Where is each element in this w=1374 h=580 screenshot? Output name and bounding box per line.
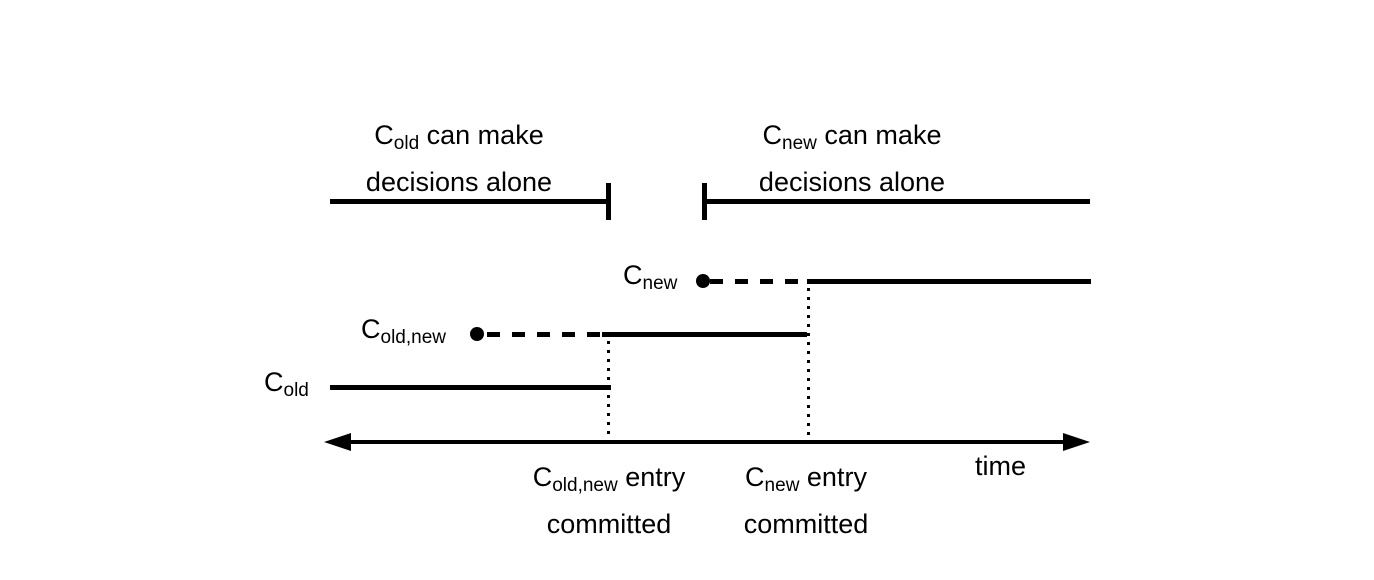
- event-text: entry: [617, 462, 686, 492]
- config-subscript: new: [782, 133, 817, 154]
- config-subscript: old: [393, 133, 420, 154]
- coldnew-committed-solid-line: [602, 332, 807, 337]
- event-text: entry: [799, 462, 867, 492]
- coldnew-commit-marker-dotted-line: [607, 341, 610, 436]
- cold-decisions-annotation-line2: decisions alone: [365, 167, 553, 197]
- config-subscript: old: [283, 380, 309, 401]
- config-symbol: C: [762, 120, 783, 150]
- config-symbol: C: [264, 367, 284, 397]
- cnew-entry-created-dot-icon: [696, 274, 710, 288]
- cnew-commit-marker-dotted-line: [807, 288, 810, 436]
- cnew-committed-event-label: Cnew entry committed: [744, 458, 869, 543]
- cnew-decisions-annotation-line2: decisions alone: [758, 167, 946, 197]
- config-subscript: new: [642, 273, 678, 294]
- cold-decisions-annotation: Cold can make decisions alone: [366, 116, 552, 201]
- cnew-config-label: Cnew: [623, 262, 677, 297]
- time-axis-line: [344, 440, 1068, 444]
- cold-alone-span-end-tick: [606, 183, 611, 220]
- coldnew-uncommitted-dashed-line: [487, 332, 602, 337]
- coldnew-committed-event-label: Cold,new entry committed: [533, 458, 686, 543]
- cnew-decisions-annotation: Cnew can make decisions alone: [759, 116, 945, 201]
- axis-left-arrowhead-icon: [324, 433, 351, 451]
- annotation-text: can make: [816, 120, 942, 150]
- time-axis-label: time: [975, 451, 1027, 481]
- config-symbol: C: [374, 120, 394, 150]
- config-subscript: old,new: [552, 475, 618, 496]
- config-symbol: C: [361, 314, 381, 344]
- cold-config-label: Cold: [264, 369, 309, 404]
- cnew-decisions-annotation-line1: Cnew can make: [759, 116, 945, 163]
- coldnew-entry-created-dot-icon: [470, 327, 484, 341]
- cold-decisions-annotation-line1: Cold can make: [366, 116, 552, 163]
- cold-alone-span-line: [330, 199, 609, 204]
- config-symbol: C: [532, 462, 553, 492]
- config-subscript: old,new: [380, 327, 447, 348]
- annotation-text: can make: [419, 120, 544, 150]
- cnew-alone-span-line: [704, 199, 1090, 204]
- config-symbol: C: [623, 260, 643, 290]
- coldnew-committed-event-line2: committed: [546, 509, 672, 539]
- cnew-committed-solid-line: [807, 279, 1091, 284]
- coldnew-committed-event-line1: Cold,new entry: [533, 458, 686, 505]
- coldnew-config-label: Cold,new: [361, 316, 446, 351]
- config-symbol: C: [745, 462, 765, 492]
- config-subscript: new: [764, 475, 800, 496]
- cnew-uncommitted-dashed-line: [710, 279, 807, 284]
- axis-right-arrowhead-icon: [1063, 433, 1090, 451]
- cnew-committed-event-line1: Cnew entry: [744, 458, 869, 505]
- cold-config-line: [330, 385, 611, 390]
- cnew-committed-event-line2: committed: [743, 509, 869, 539]
